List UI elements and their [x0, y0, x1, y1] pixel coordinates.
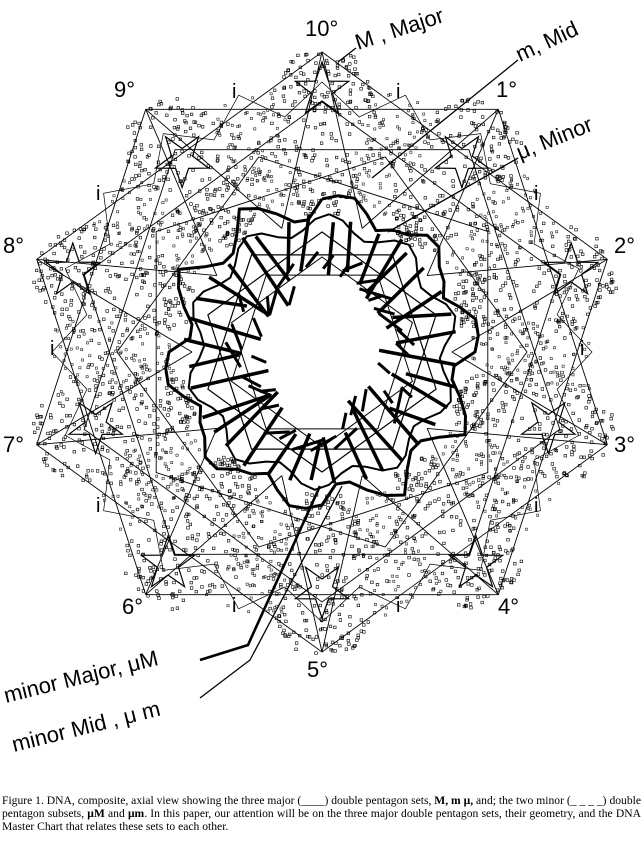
position-label-1: 1°	[496, 77, 517, 102]
pentagram-motifs	[44, 60, 600, 620]
intermediate-mark: i	[232, 81, 236, 103]
position-label-3: 3°	[614, 432, 635, 457]
intermediate-mark: i	[50, 338, 54, 360]
intermediate-mark: i	[96, 495, 100, 517]
position-label-8: 8°	[3, 233, 24, 258]
intermediate-mark: i	[396, 81, 400, 103]
position-label-9: 9°	[114, 77, 135, 102]
position-label-7: 7°	[3, 432, 24, 457]
intermediate-mark: i	[96, 183, 100, 205]
label-minor: μ, Minor	[513, 112, 596, 165]
position-label-2: 2°	[614, 233, 635, 258]
intermediate-mark: i	[232, 595, 236, 617]
position-label-10: 10°	[305, 16, 338, 41]
label-mid: m, Mid	[512, 16, 582, 67]
position-label-5: 5°	[307, 657, 328, 682]
intermediate-mark: i	[396, 595, 400, 617]
figure-caption: Figure 1. DNA, composite, axial view sho…	[2, 794, 641, 834]
position-label-6: 6°	[122, 594, 143, 619]
label-minor-major: minor Major, μM	[1, 645, 161, 708]
dna-axial-view-diagram: 10° 1° 2° 3° 4° 5° 6° 7° 8° 9° i i i i i…	[1, 3, 635, 757]
dna-backbone	[164, 194, 480, 510]
base-pair-sticks	[183, 214, 457, 484]
label-major: M , Major	[352, 3, 447, 55]
label-leader-lines	[199, 47, 519, 699]
intermediate-mark: i	[534, 183, 538, 205]
inner-pentagons	[207, 231, 437, 473]
intermediate-mark: i	[580, 338, 584, 360]
intermediate-mark: i	[534, 495, 538, 517]
position-label-4: 4°	[498, 594, 519, 619]
label-minor-mid: minor Mid , μ m	[9, 696, 163, 757]
